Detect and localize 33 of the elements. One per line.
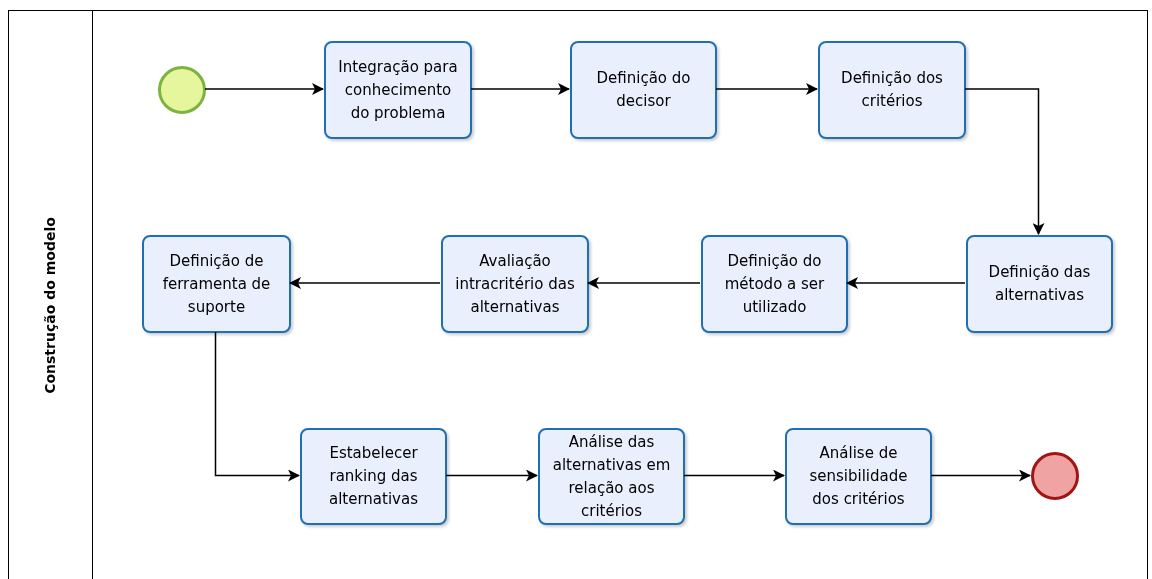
task-box xyxy=(142,235,291,333)
task-label: Definição de ferramenta de suporte xyxy=(161,250,272,318)
task-box xyxy=(441,235,589,333)
arrow xyxy=(715,83,818,95)
task-box xyxy=(538,428,685,525)
task-box xyxy=(701,235,848,333)
task-box xyxy=(785,428,932,525)
task-label: Análise das alternativas em relação aos critérios xyxy=(551,431,672,522)
pool xyxy=(8,10,1148,579)
task-label: Estabelecer ranking das alternativas xyxy=(328,443,419,510)
task-box xyxy=(324,41,472,139)
task-box xyxy=(818,41,966,139)
arrow xyxy=(470,83,570,95)
task-label: Definição do decisor xyxy=(595,68,692,112)
arrow xyxy=(587,277,701,289)
arrow xyxy=(214,331,300,482)
arrow xyxy=(964,88,1045,235)
arrow xyxy=(846,277,966,289)
task-label: Avaliação intracritério das alternativas xyxy=(454,250,576,318)
arrow xyxy=(204,83,324,95)
task-box xyxy=(966,235,1113,333)
lane-label: Construção do modelo xyxy=(41,216,59,394)
task-label: Definição das alternativas xyxy=(987,262,1092,306)
task-label: Definição dos critérios xyxy=(840,68,944,112)
arrow xyxy=(289,277,441,289)
arrow xyxy=(930,469,1031,482)
task-label: Análise de sensibilidade dos critérios xyxy=(808,443,909,510)
arrow xyxy=(683,469,785,482)
task-label: Integração para conhecimento do problema xyxy=(337,56,459,124)
task-box xyxy=(300,428,447,525)
task-box xyxy=(570,41,717,139)
task-label: Definição do método a ser utilizado xyxy=(723,250,826,318)
arrow xyxy=(445,469,538,482)
